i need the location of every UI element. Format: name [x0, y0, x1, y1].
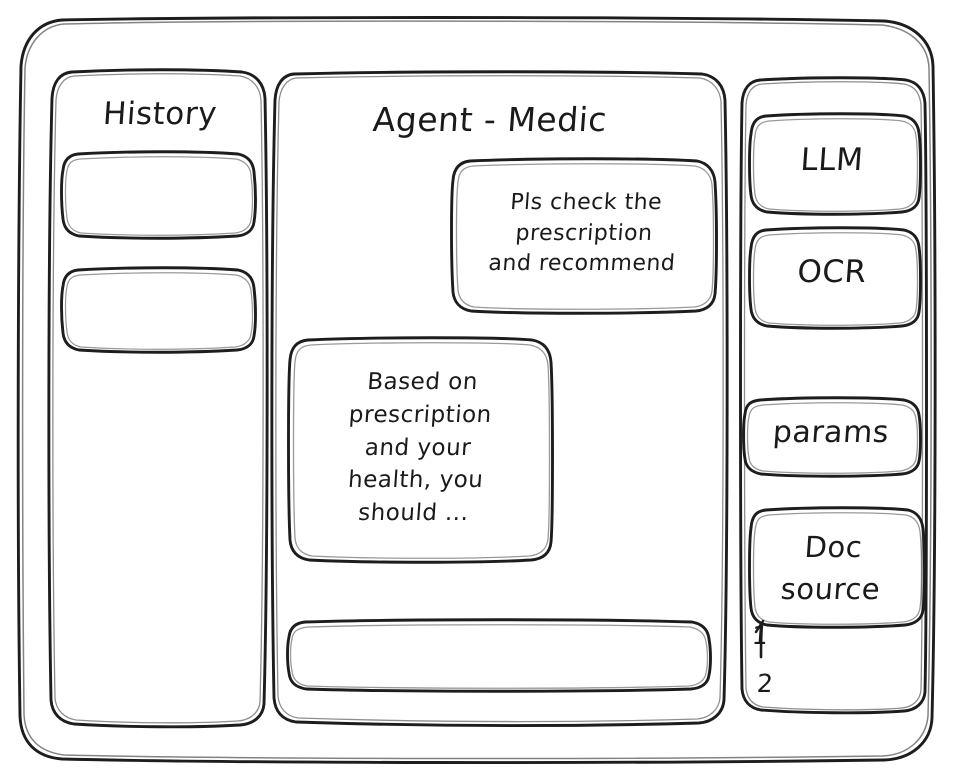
composer-input[interactable] [288, 620, 710, 690]
llm-button-label: LLM [799, 142, 865, 178]
composer-input-value [286, 620, 713, 690]
doc-source-item-2[interactable]: 2 [755, 668, 775, 698]
history-panel[interactable] [50, 70, 268, 726]
agent-panel-title: Agent - Medic [371, 99, 609, 139]
doc-source-item-1[interactable]: 1 [750, 620, 770, 650]
user-message-bubble: Pls check the prescription and recommend [487, 190, 677, 277]
params-button-label: params [771, 414, 891, 450]
doc-source-button-label: Doc source [779, 529, 882, 606]
ocr-button-label: OCR [796, 254, 868, 290]
assistant-message-bubble: Based on prescription and your health, y… [347, 369, 493, 526]
